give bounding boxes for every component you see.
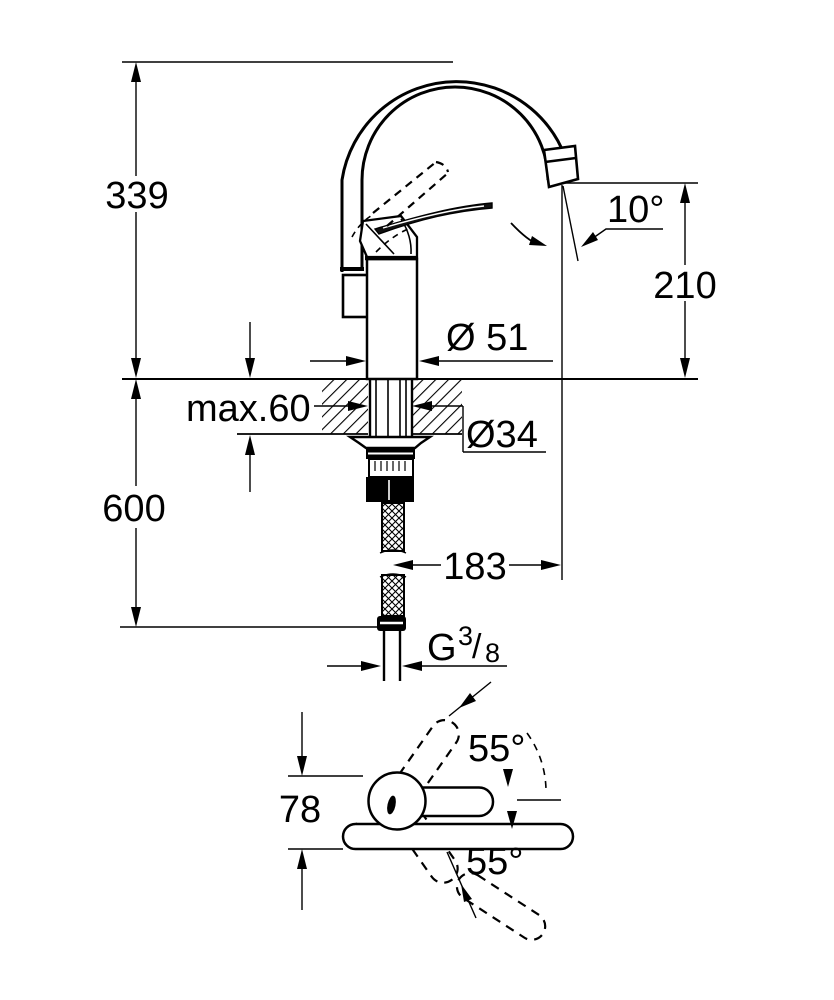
dim-d51-label: Ø 51 <box>446 317 528 359</box>
dim-g38: G 3 / 8 <box>327 621 507 671</box>
dim-g38-letter: G <box>427 627 457 669</box>
handle-lever <box>373 202 493 235</box>
faucet-body <box>365 255 419 381</box>
fixing-set <box>346 435 434 502</box>
dim-339-label: 339 <box>105 175 168 217</box>
mounting-shank <box>368 379 414 437</box>
dim-d34: Ø34 <box>314 401 546 456</box>
dim-183-label: 183 <box>443 546 506 588</box>
dim-55-up: 55° <box>448 681 561 801</box>
dim-g38-denominator: 8 <box>485 638 500 668</box>
dim-g38-numerator: 3 <box>458 621 473 651</box>
dim-210-label: 210 <box>653 265 716 307</box>
swing-trajectory-arc <box>526 732 547 790</box>
hose-connector <box>377 616 406 681</box>
supply-hose <box>379 502 407 617</box>
dim-55-down: 55° <box>446 811 523 919</box>
swing-arc-arrow <box>510 222 547 246</box>
handle-lever-raised-dashed <box>372 160 450 227</box>
dim-600: 600 <box>102 379 378 628</box>
dim-78-label: 78 <box>279 789 321 831</box>
dim-d51: Ø 51 <box>310 317 553 366</box>
top-spout-bar <box>341 822 575 851</box>
dim-55-down-label: 55° <box>466 841 523 883</box>
dim-d34-label: Ø34 <box>466 414 538 456</box>
dim-10deg-label: 10° <box>607 189 664 231</box>
spout-arc <box>340 80 573 272</box>
top-handle-knob <box>367 771 427 831</box>
dim-max60: max.60 <box>186 322 311 492</box>
top-handle-slot <box>387 795 396 815</box>
dim-max60-label: max.60 <box>186 388 311 430</box>
dim-339: 339 <box>105 61 453 378</box>
spout-outlet <box>542 144 580 189</box>
dim-600-label: 600 <box>102 488 165 530</box>
side-view: 339 600 max.60 Ø 51 <box>102 61 717 681</box>
dim-210: 210 <box>561 182 717 580</box>
dim-10deg: 10° <box>562 185 664 262</box>
dim-55-up-label: 55° <box>468 728 525 770</box>
dim-g38-slash: / <box>472 628 482 666</box>
top-view: 78 55° 55° <box>279 681 575 941</box>
dim-78: 78 <box>279 712 363 910</box>
dim-183: 183 <box>393 546 561 588</box>
